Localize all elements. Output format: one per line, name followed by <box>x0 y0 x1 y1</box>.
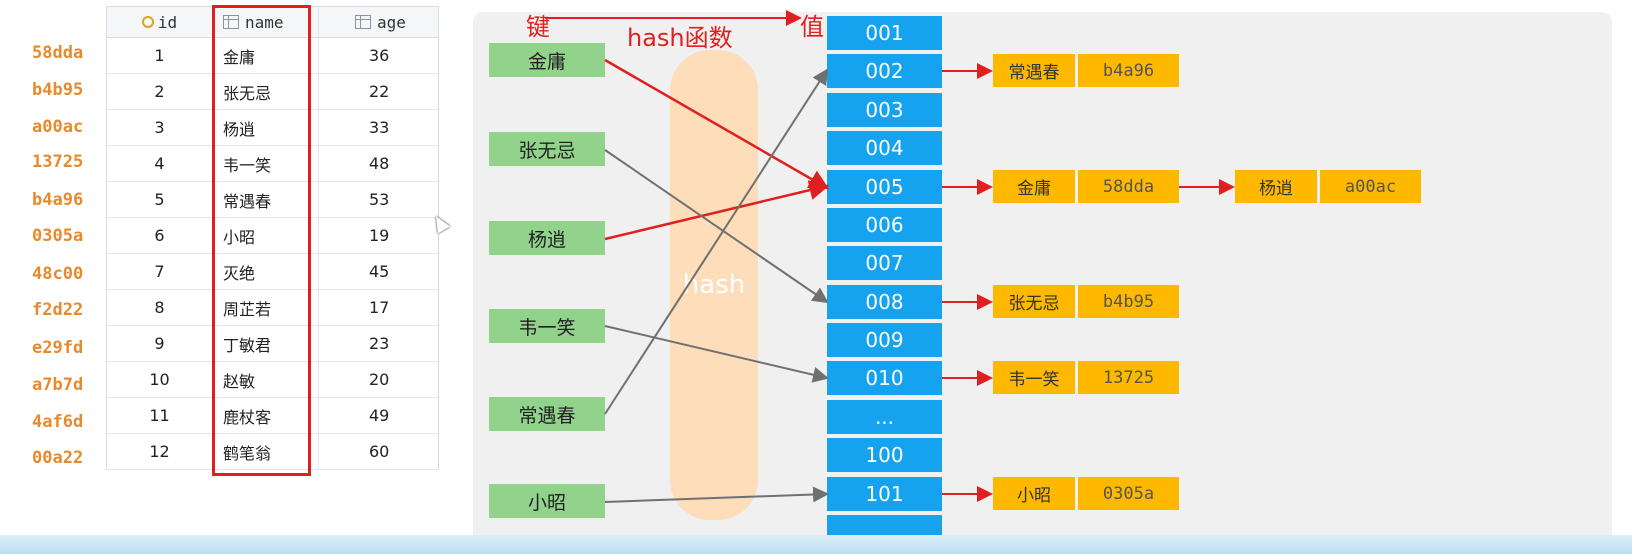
entry-value: 58dda <box>1078 170 1179 203</box>
bucket-cell: 006 <box>827 208 942 242</box>
entry-value: 0305a <box>1078 477 1179 510</box>
hash-label: 4af6d <box>32 412 84 432</box>
entry-key: 小昭 <box>993 477 1075 510</box>
arrow-weiyixiao <box>604 325 829 383</box>
bucket-cell: 001 <box>827 16 942 50</box>
key-box: 张无忌 <box>489 132 605 166</box>
key-box: 杨逍 <box>489 221 605 255</box>
entry-key: 韦一笑 <box>993 361 1075 394</box>
arrow-changyuchun <box>604 68 829 415</box>
bucket-cell: 003 <box>827 93 942 127</box>
hash-band-label: hash <box>682 270 746 300</box>
entry-key: 张无忌 <box>993 285 1075 318</box>
arrow-zhangwuji <box>604 149 829 304</box>
column-header-age[interactable]: age <box>319 7 438 37</box>
hash-function-label: hash函数 <box>627 24 733 52</box>
bucket-cell: 004 <box>827 131 942 165</box>
bottom-decoration <box>0 535 1632 554</box>
entry-value: a00ac <box>1320 170 1421 203</box>
entry-value: b4a96 <box>1078 54 1179 87</box>
hash-label: 00a22 <box>32 448 84 468</box>
key-icon <box>141 16 154 28</box>
arrow-yangxiao <box>604 180 830 241</box>
entry-key: 常遇春 <box>993 54 1075 87</box>
hash-label: 58dda <box>32 43 84 63</box>
bucket-cell: 007 <box>827 246 942 280</box>
entry-key: 金庸 <box>993 170 1075 203</box>
bucket-cell: ... <box>827 400 942 434</box>
bucket-cell: 005 <box>827 170 942 204</box>
entry-value: b4b95 <box>1078 285 1179 318</box>
hash-label: 0305a <box>32 226 84 246</box>
hash-label: f2d22 <box>32 300 84 320</box>
column-icon <box>355 15 371 29</box>
entry-key: 杨逍 <box>1235 170 1317 203</box>
value-label: 值 <box>800 13 824 41</box>
column-icon <box>223 15 239 29</box>
hash-function-band <box>670 50 758 520</box>
arrow-jinyong <box>604 58 830 190</box>
bucket-cell: 101 <box>827 477 942 511</box>
key-box: 韦一笑 <box>489 309 605 343</box>
bucket-cell: 010 <box>827 361 942 395</box>
bucket-cell: 100 <box>827 438 942 472</box>
name-column-highlight <box>212 5 311 476</box>
bucket-cell: 002 <box>827 54 942 88</box>
column-header-name[interactable]: name <box>213 7 319 37</box>
hash-diagram-panel <box>473 12 1612 550</box>
key-box: 小昭 <box>489 484 605 518</box>
table-header: id name age <box>107 7 438 38</box>
bucket-cell: 009 <box>827 323 942 357</box>
hash-label: 48c00 <box>32 264 84 284</box>
hash-label: e29fd <box>32 338 84 358</box>
hash-label: a7b7d <box>32 375 84 395</box>
hash-label: 13725 <box>32 152 84 172</box>
hash-label: a00ac <box>32 117 84 137</box>
hash-label: b4b95 <box>32 80 84 100</box>
key-box: 常遇春 <box>489 397 605 431</box>
arrow-xiaozhao <box>604 486 829 503</box>
bucket-cell: 008 <box>827 285 942 319</box>
hash-label: b4a96 <box>32 190 84 210</box>
key-box: 金庸 <box>489 43 605 77</box>
entry-value: 13725 <box>1078 361 1179 394</box>
